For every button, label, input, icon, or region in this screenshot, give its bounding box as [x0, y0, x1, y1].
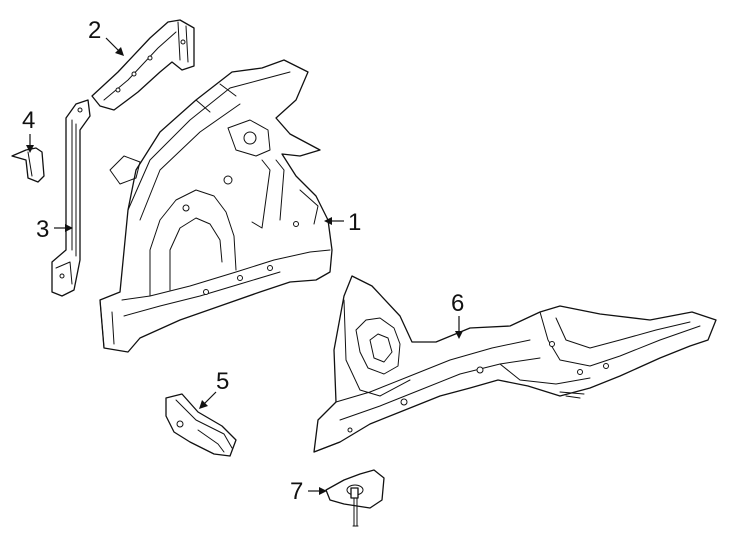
part-2-upper-reinforcement — [91, 19, 195, 111]
part-1-wheelhouse-apron — [99, 59, 333, 353]
part-3-vertical-pillar — [51, 99, 91, 297]
callout-4-label: 4 — [22, 107, 35, 134]
callout-7-leader — [308, 487, 327, 495]
callout-4-leader — [26, 134, 34, 153]
callout-6-leader — [455, 316, 463, 339]
callout-5-label: 5 — [216, 368, 229, 395]
part-4-small-bracket — [11, 147, 45, 183]
callout-1-label: 1 — [348, 209, 361, 236]
callout-5-leader — [199, 391, 217, 409]
part-6-side-rail — [313, 275, 717, 453]
callout-6-label: 6 — [451, 290, 464, 317]
part-7-mount-with-bolt — [325, 469, 385, 527]
callout-3-label: 3 — [36, 216, 49, 243]
callout-2-label: 2 — [88, 17, 101, 44]
callout-7-label: 7 — [290, 478, 303, 505]
callout-2-leader — [105, 37, 124, 56]
callout-3-leader — [54, 224, 73, 232]
callout-1-leader — [324, 217, 344, 225]
part-5-lower-bracket — [165, 393, 237, 457]
